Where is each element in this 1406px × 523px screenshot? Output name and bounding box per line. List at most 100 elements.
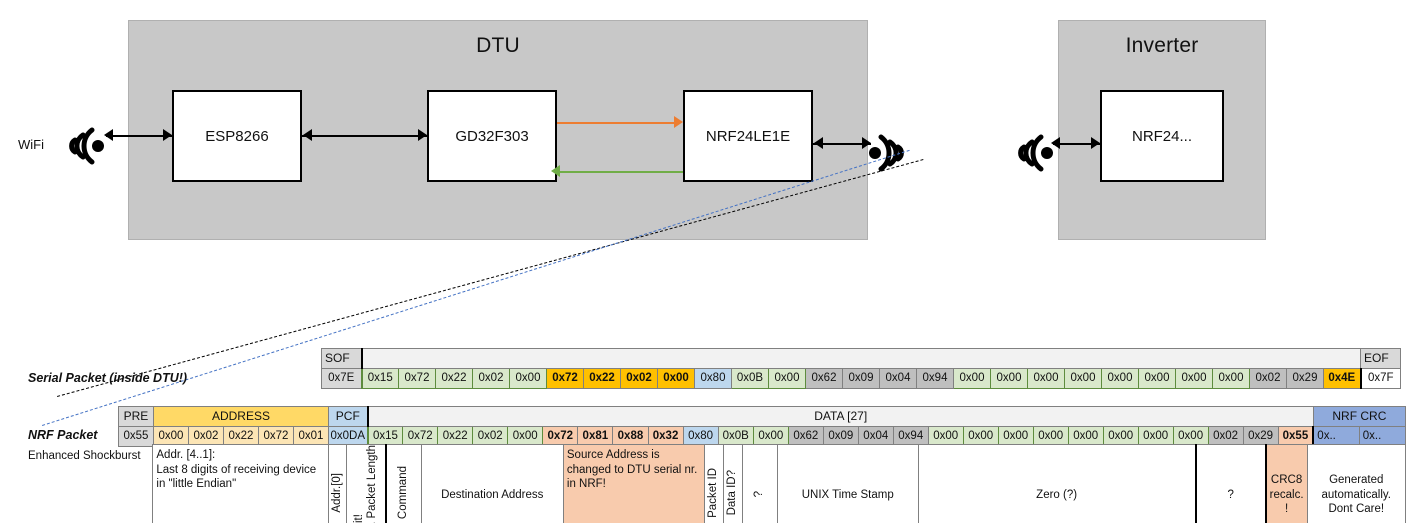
nrf-byte-cell: 0x09 (822, 426, 859, 447)
serial-byte-cell: 0x4E (1323, 368, 1362, 389)
serial-byte-cell: 0x02 (1249, 368, 1287, 389)
chip-label: NRF24LE1E (705, 127, 791, 145)
annotation-timestamp: UNIX Time Stamp (776, 444, 919, 523)
nrf-packet-table: PRE ADDRESS PCF DATA [27] NRF CRC 0x55 0… (118, 406, 1406, 447)
serial-byte-cell: 0x00 (768, 368, 806, 389)
address-header: ADDRESS (152, 406, 329, 427)
nrf-header-row: PRE ADDRESS PCF DATA [27] NRF CRC (118, 406, 1406, 427)
nrf-crc-cell: 0x.. (1358, 426, 1406, 447)
annotation-command: Command (384, 444, 422, 523)
link-antenna-nrf24 (1053, 142, 1100, 145)
serial-byte-cell: 0x29 (1286, 368, 1324, 389)
nrf-byte-cell: 0x80 (682, 426, 719, 447)
arrow-head-left (104, 129, 113, 141)
link-gd32-nrf-tx (557, 121, 675, 124)
sof-value: 0x7E (321, 368, 362, 389)
pre-header: PRE (118, 406, 154, 427)
inverter-antenna-icon (1018, 134, 1053, 172)
chip-nrf24: NRF24... (1100, 90, 1224, 182)
annotation-unknown-1: ? (741, 444, 778, 523)
link-nrf-antenna (813, 142, 871, 145)
annotation-pcf: 9 Bit!Inc. Packet Length (346, 444, 387, 523)
arrow-head-right (418, 129, 427, 141)
nrf-address-cell: 0x72 (257, 426, 294, 447)
nrf-byte-cell: 0x04 (857, 426, 894, 447)
nrf-byte-cell: 0x00 (1172, 426, 1209, 447)
nrf-byte-cell: 0x00 (1032, 426, 1069, 447)
annotation-destination: Destination Address (420, 444, 564, 523)
annotation-unknown-2: ? (1194, 444, 1267, 523)
wifi-label: WiFi (18, 137, 44, 152)
serial-byte-cell: 0x00 (1175, 368, 1213, 389)
arrow-head-left (814, 137, 823, 149)
chip-label: GD32F303 (455, 127, 529, 145)
serial-byte-cell: 0x02 (620, 368, 658, 389)
chip-gd32f303: GD32F303 (427, 90, 557, 182)
annotation-pre-empty (118, 445, 153, 523)
dtu-title: DTU (476, 34, 520, 57)
serial-byte-cell: 0x94 (916, 368, 954, 389)
nrf-byte-cell: 0x00 (1137, 426, 1174, 447)
serial-byte-cell: 0x15 (360, 368, 399, 389)
nrf-byte-cell: 0x62 (787, 426, 824, 447)
annotation-source: Source Address is changed to DTU serial … (562, 444, 706, 523)
serial-byte-cell: 0x09 (842, 368, 880, 389)
wifi-antenna-icon (69, 127, 104, 165)
annotation-zero: Zero (?) (917, 444, 1197, 523)
arrow-head-right (1091, 137, 1100, 149)
data-header: DATA [27] (366, 406, 1314, 427)
arrow-head-right (163, 129, 172, 141)
nrf-address-cell: 0x01 (292, 426, 329, 447)
nrf-address-cell: 0x22 (222, 426, 259, 447)
annotation-row: Addr. [4..1]:Last 8 digits of receiving … (118, 444, 1406, 523)
nrf-packet-sublabel: Enhanced Shockburst (28, 450, 141, 462)
eof-value: 0x7F (1360, 368, 1401, 389)
serial-byte-cell: 0x72 (546, 368, 584, 389)
nrf-annotation-table: Addr. [4..1]:Last 8 digits of receiving … (118, 444, 1406, 523)
serial-byte-cell: 0x00 (1212, 368, 1250, 389)
nrf-byte-cell: 0x00 (1067, 426, 1104, 447)
chip-esp8266: ESP8266 (172, 90, 302, 182)
serial-byte-cell: 0x04 (879, 368, 917, 389)
serial-packet-label: Serial Packet (inside DTU!) (28, 371, 188, 385)
chip-nrf24le1e: NRF24LE1E (683, 90, 813, 182)
serial-byte-cell: 0x00 (1101, 368, 1139, 389)
serial-byte-cell: 0x22 (583, 368, 621, 389)
annotation-data-id: Data ID? (722, 444, 743, 523)
nrf-byte-cell: 0x00 (1102, 426, 1139, 447)
link-esp-gd32 (302, 134, 427, 137)
serial-byte-cell: 0x00 (657, 368, 695, 389)
nrf-packet-label: NRF Packet (28, 428, 98, 442)
serial-byte-cell: 0x22 (435, 368, 473, 389)
nrf-crc-header: NRF CRC (1312, 406, 1406, 427)
nrf-byte-cell: 0x81 (577, 426, 614, 447)
serial-data-header-span (360, 348, 1361, 369)
nrf-byte-cell: 0x32 (647, 426, 684, 447)
arrow-head-right (862, 137, 871, 149)
link-nrf-gd32-rx (560, 170, 683, 173)
pre-value: 0x55 (118, 426, 154, 447)
nrf-byte-cell: 0x55 (1277, 426, 1315, 447)
arrow-head-left (303, 129, 312, 141)
arrow-head-right-orange (674, 116, 683, 128)
serial-byte-cell: 0x80 (694, 368, 732, 389)
serial-header-row: SOF EOF (321, 348, 1401, 369)
nrf-byte-cell: 0x22 (437, 426, 474, 447)
nrf-byte-cell: 0x29 (1242, 426, 1279, 447)
arrow-head-left-green (551, 165, 560, 177)
serial-byte-cell: 0x0B (731, 368, 769, 389)
arrow-head-left (1051, 137, 1060, 149)
nrf-byte-cell: 0x02 (1207, 426, 1244, 447)
chip-label: NRF24... (1131, 127, 1192, 145)
nrf-antenna-icon (869, 134, 904, 172)
serial-byte-cell: 0x72 (398, 368, 436, 389)
chip-label: ESP8266 (205, 127, 269, 145)
sof-header: SOF (321, 348, 362, 369)
nrf-pcf-value: 0x0DA (327, 426, 369, 447)
nrf-byte-cell: 0x72 (542, 426, 579, 447)
